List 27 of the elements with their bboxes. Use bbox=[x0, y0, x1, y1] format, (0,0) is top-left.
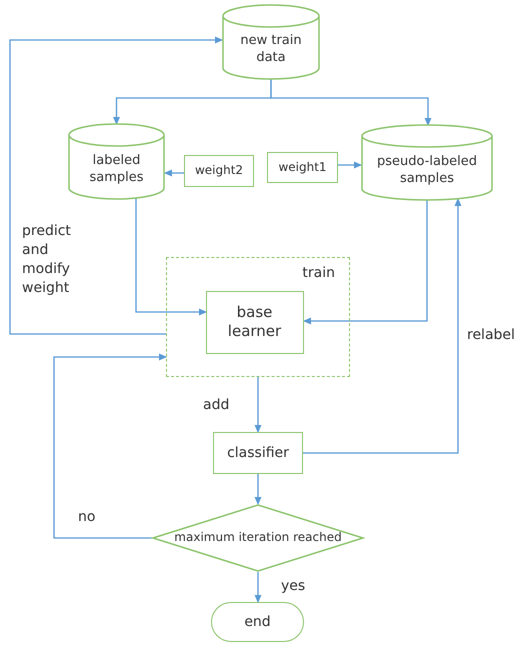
connector-arrow bbox=[254, 572, 262, 603]
node-label: end bbox=[243, 612, 272, 632]
connector-arrow bbox=[338, 162, 362, 168]
connector-arrow bbox=[303, 199, 428, 324]
node-label: labeled samples bbox=[88, 152, 145, 186]
connector-arrow bbox=[254, 474, 262, 505]
process-box bbox=[206, 290, 304, 354]
connector-arrow bbox=[303, 198, 462, 454]
connector-arrow bbox=[53, 354, 167, 539]
process-box bbox=[184, 155, 254, 187]
connector-arrow bbox=[9, 36, 223, 335]
process-box bbox=[267, 152, 338, 183]
group-label: train bbox=[301, 264, 336, 282]
dashed-group-box bbox=[166, 257, 350, 377]
node-label: maximum iteration reached bbox=[173, 530, 343, 546]
process-box bbox=[213, 432, 303, 474]
node-label: pseudo-labeled samples bbox=[376, 154, 478, 188]
node-label: classifier bbox=[226, 444, 290, 462]
connector-arrow bbox=[135, 198, 207, 316]
connector-arrow bbox=[254, 377, 262, 433]
connector-arrow bbox=[270, 79, 432, 126]
node-label: weight1 bbox=[277, 160, 328, 176]
node-label: new train data bbox=[239, 33, 303, 67]
node-label: weight2 bbox=[194, 163, 244, 179]
terminal-box bbox=[211, 602, 304, 642]
connector-arrow bbox=[164, 170, 184, 176]
node-label: base learner bbox=[226, 302, 282, 342]
